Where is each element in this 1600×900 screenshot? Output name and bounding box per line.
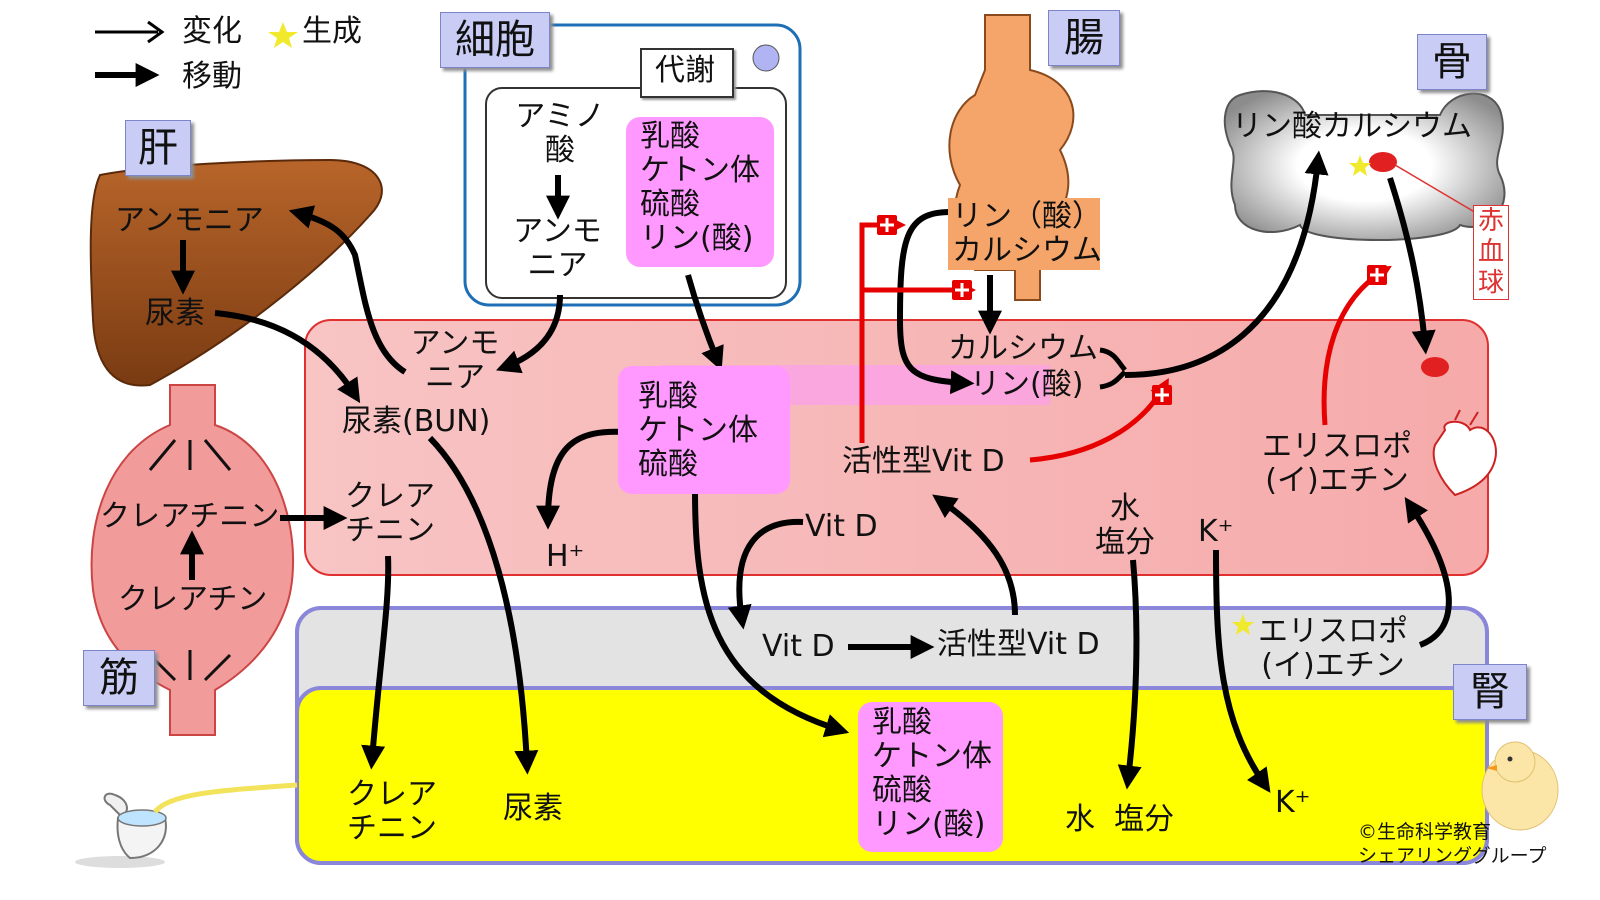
cell-acid-box: [626, 117, 774, 267]
liver-ammonia: アンモニア: [115, 203, 264, 238]
metabolism-label-box: [640, 48, 734, 98]
blood-bun: 尿素(BUN): [342, 404, 491, 439]
blood-h-plus: H⁺: [546, 539, 585, 574]
liver-urea: 尿素: [145, 296, 205, 331]
blood-ammonia: アンモ ニア: [410, 326, 500, 395]
muscle-creatinine: クレアチニン: [100, 499, 280, 534]
cell-nucleus: [752, 44, 780, 72]
urine-acid-box: [858, 702, 1003, 852]
legend-generate: 生成: [302, 14, 362, 49]
cell-amino-acid: アミノ 酸: [515, 99, 605, 168]
blood-water-salt: 水 塩分: [1095, 491, 1155, 560]
blood-calcium: カルシウム: [948, 331, 1098, 366]
urine-tube: [153, 782, 298, 814]
blood-epo: エリスロポ (イ)エチン: [1262, 429, 1412, 498]
legend-change: 変化: [182, 14, 242, 49]
urine-water-salt: 水 塩分: [1065, 802, 1175, 837]
legend-arrows: [95, 20, 298, 87]
chick-icon: [1481, 741, 1559, 831]
plus-marks: [880, 218, 1384, 402]
blood-active-vitd: 活性型Vit D: [842, 444, 1005, 479]
organ-tag-kidney: 腎: [1453, 664, 1527, 720]
gut-absorb: リン（酸） カルシウム: [952, 199, 1102, 268]
cell-ammonia: アンモ ニア: [513, 214, 602, 283]
cell-metabolism-label: 代謝: [655, 53, 715, 88]
generate-star-icon: [268, 22, 298, 48]
blood-k-plus: K⁺: [1198, 514, 1234, 549]
organ-tag-liver: 肝: [125, 120, 191, 176]
urine-acids: 乳酸 ケトン体 硫酸 リン(酸): [872, 705, 992, 842]
bone-calcium-phosphate: リン酸カルシウム: [1232, 109, 1472, 144]
urine-k-plus: K⁺: [1275, 785, 1311, 820]
rbc-blood: [1421, 357, 1449, 377]
gut-absorb-box: [948, 198, 1100, 270]
urine-creatinine: クレア チニン: [347, 777, 437, 846]
star-kidney: [1232, 614, 1254, 635]
kidney-vitd: Vit D: [762, 629, 835, 664]
legend-move: 移動: [182, 59, 242, 94]
organ-tag-cell: 細胞: [440, 12, 550, 68]
blood-vitd: Vit D: [805, 509, 878, 544]
heart-icon: [1432, 409, 1497, 497]
organ-tag-bone: 骨: [1417, 34, 1487, 90]
blood-acid-box: [618, 366, 790, 494]
cell-acids: 乳酸 ケトン体 硫酸 リン(酸): [640, 119, 760, 256]
blood-acids: 乳酸 ケトン体 硫酸: [638, 379, 758, 482]
kidney-epo: エリスロポ (イ)エチン: [1258, 614, 1408, 683]
blood-phosphate: リン(酸): [970, 367, 1084, 402]
copyright: ©生命科学教育 シェアリンググループ: [1358, 821, 1547, 867]
toilet-icon: [75, 792, 167, 868]
muscle-creatine: クレアチン: [118, 582, 268, 617]
merge-bracket: [1099, 347, 1127, 390]
kidney-active-vitd: 活性型Vit D: [937, 627, 1100, 662]
urine-urea: 尿素: [503, 791, 563, 826]
rbc-label: 赤 血 球: [1473, 205, 1509, 300]
organ-tag-muscle: 筋: [83, 650, 155, 706]
star-bone: [1349, 155, 1371, 176]
rbc-bone: [1369, 152, 1397, 172]
blood-creatinine: クレア チニン: [345, 479, 435, 548]
organ-tag-gut: 腸: [1048, 10, 1120, 66]
flow-arrows: [171, 150, 1452, 793]
